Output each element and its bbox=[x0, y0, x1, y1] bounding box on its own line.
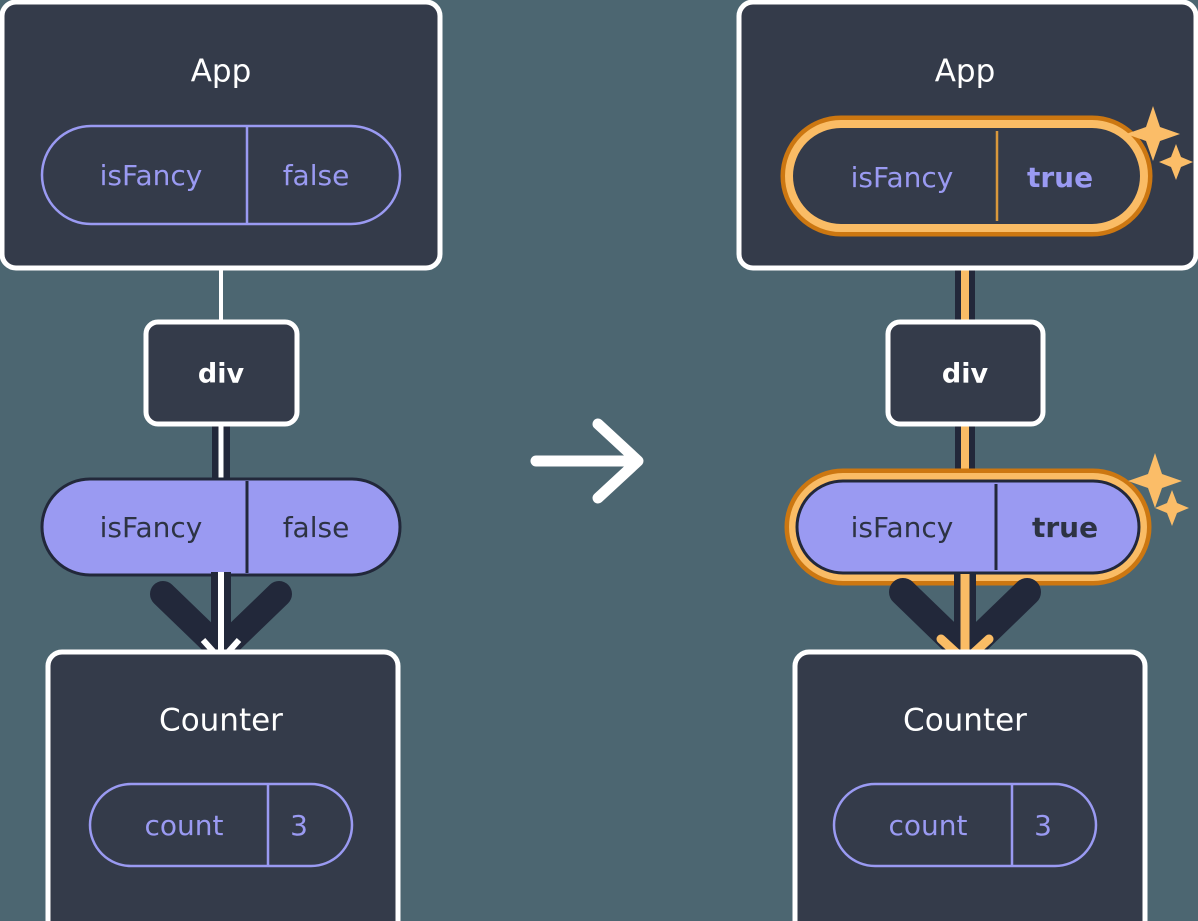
div-label-before: div bbox=[198, 359, 245, 390]
app-prop-name-after: isFancy bbox=[851, 161, 954, 194]
arrow-pill-to-counter-before bbox=[150, 572, 292, 665]
app-title-after: App bbox=[935, 54, 996, 90]
counter-panel-after bbox=[792, 649, 1148, 921]
sparkle-icon-app-after bbox=[1126, 106, 1193, 180]
div-box-before bbox=[143, 319, 300, 427]
panel-before: App isFancy false div isFancy false bbox=[0, 0, 443, 921]
app-prop-value-after: true bbox=[1027, 161, 1093, 194]
counter-state-name-after: count bbox=[889, 809, 968, 842]
prop-pill-after-highlight bbox=[784, 468, 1152, 586]
counter-title-before: Counter bbox=[159, 703, 283, 739]
app-panel-before bbox=[0, 0, 443, 271]
app-prop-value-before: false bbox=[283, 159, 350, 192]
prop-pill-value-before: false bbox=[283, 511, 350, 544]
counter-state-value-after: 3 bbox=[1034, 809, 1052, 842]
counter-state-value-before: 3 bbox=[290, 809, 308, 842]
counter-panel-before bbox=[45, 649, 401, 921]
app-prop-pill-after-inner-ring bbox=[785, 120, 1148, 232]
div-box-after bbox=[885, 319, 1046, 427]
arrow-pill-to-counter-after bbox=[889, 574, 1041, 666]
div-label-after: div bbox=[942, 359, 989, 390]
sparkle-icon-prop-after bbox=[1128, 453, 1189, 526]
prop-pill-value-after: true bbox=[1032, 511, 1098, 544]
app-title-before: App bbox=[191, 54, 252, 90]
prop-pill-after-body bbox=[795, 479, 1141, 575]
prop-pill-name-before: isFancy bbox=[100, 511, 203, 544]
counter-state-name-before: count bbox=[145, 809, 224, 842]
panel-after: App isFancy true div bbox=[736, 0, 1198, 921]
counter-state-pill-after bbox=[832, 782, 1098, 868]
counter-state-pill-before bbox=[88, 782, 354, 868]
app-prop-pill-after-highlight bbox=[780, 115, 1153, 237]
app-prop-pill-before bbox=[40, 124, 402, 226]
transition-arrow-icon bbox=[530, 418, 644, 504]
prop-pill-name-after: isFancy bbox=[851, 511, 954, 544]
app-prop-name-before: isFancy bbox=[100, 159, 203, 192]
counter-title-after: Counter bbox=[903, 703, 1027, 739]
